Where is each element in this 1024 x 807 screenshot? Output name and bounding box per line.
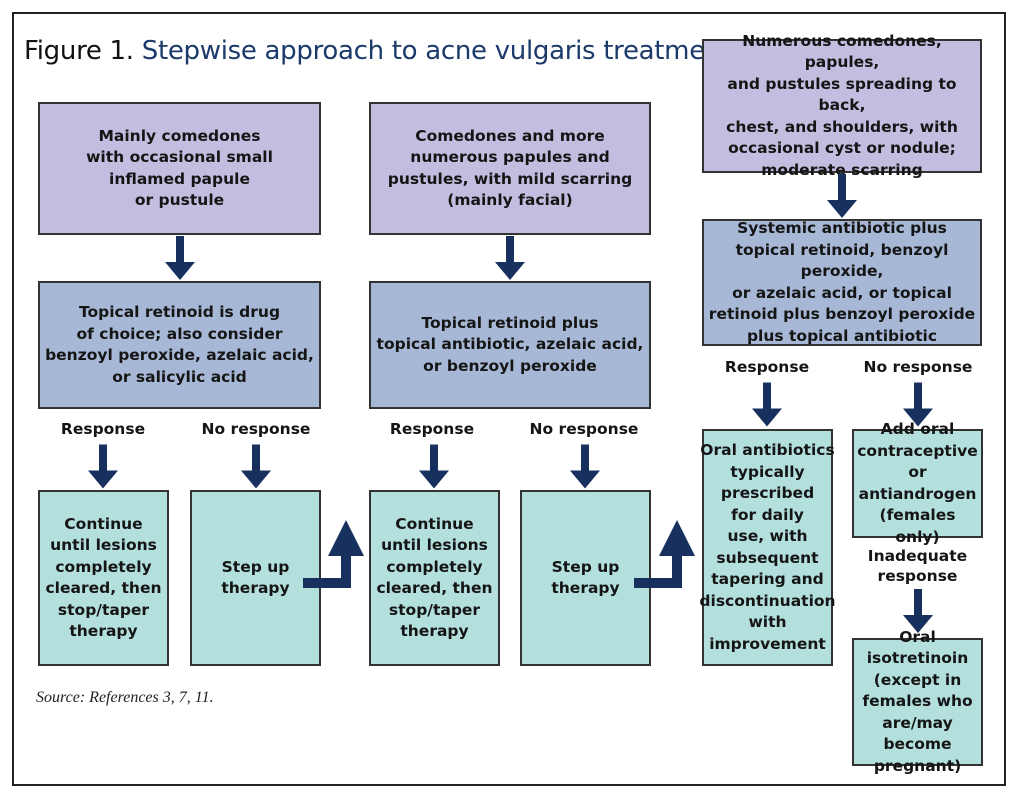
severity-box-mild: Mainly comedones with occasional small i… bbox=[38, 102, 321, 235]
arrow-down-icon bbox=[88, 444, 118, 489]
response-label-moderate: Response bbox=[389, 420, 475, 438]
figure-frame bbox=[12, 12, 1006, 786]
arrow-down-icon bbox=[827, 174, 857, 218]
figure-title: Figure 1. Stepwise approach to acne vulg… bbox=[24, 36, 739, 66]
arrow-down-icon bbox=[903, 589, 933, 633]
step-up-box-mild: Step up therapy bbox=[190, 490, 321, 666]
step-up-box-moderate: Step up therapy bbox=[520, 490, 651, 666]
severity-box-moderate: Comedones and more numerous papules and … bbox=[369, 102, 651, 235]
response-label-severe: Response bbox=[724, 358, 810, 376]
step-up-arrow-icon bbox=[634, 520, 695, 588]
arrow-down-icon bbox=[903, 382, 933, 427]
no-response-label-moderate: No response bbox=[529, 420, 639, 438]
figure-label: Figure 1. bbox=[24, 36, 134, 66]
arrow-down-icon bbox=[570, 444, 600, 489]
inadequate-response-label: Inadequate response bbox=[867, 547, 968, 585]
arrow-down-icon bbox=[752, 382, 782, 427]
no-response-label-severe: No response bbox=[863, 358, 973, 376]
response-outcome-moderate: Continue until lesions completely cleare… bbox=[369, 490, 500, 666]
therapy-box-moderate: Topical retinoid plus topical antibiotic… bbox=[369, 281, 651, 409]
severity-box-severe: Numerous comedones, papules, and pustule… bbox=[702, 32, 982, 179]
arrow-down-icon bbox=[495, 236, 525, 280]
arrow-down-icon bbox=[241, 444, 271, 489]
arrow-down-icon bbox=[165, 236, 195, 280]
response-outcome-mild: Continue until lesions completely cleare… bbox=[38, 490, 169, 666]
oral-antibiotics-box: Oral antibiotics typically prescribed fo… bbox=[699, 429, 836, 666]
arrow-down-icon bbox=[419, 444, 449, 489]
source-note: Source: References 3, 7, 11. bbox=[36, 689, 214, 706]
therapy-box-severe: Systemic antibiotic plus topical retinoi… bbox=[702, 219, 982, 346]
therapy-box-mild: Topical retinoid is drug of choice; also… bbox=[38, 281, 321, 409]
no-response-label-mild: No response bbox=[201, 420, 311, 438]
step-up-arrow-icon bbox=[303, 520, 364, 588]
figure-title-text: Stepwise approach to acne vulgaris treat… bbox=[141, 36, 740, 66]
response-label-mild: Response bbox=[60, 420, 146, 438]
